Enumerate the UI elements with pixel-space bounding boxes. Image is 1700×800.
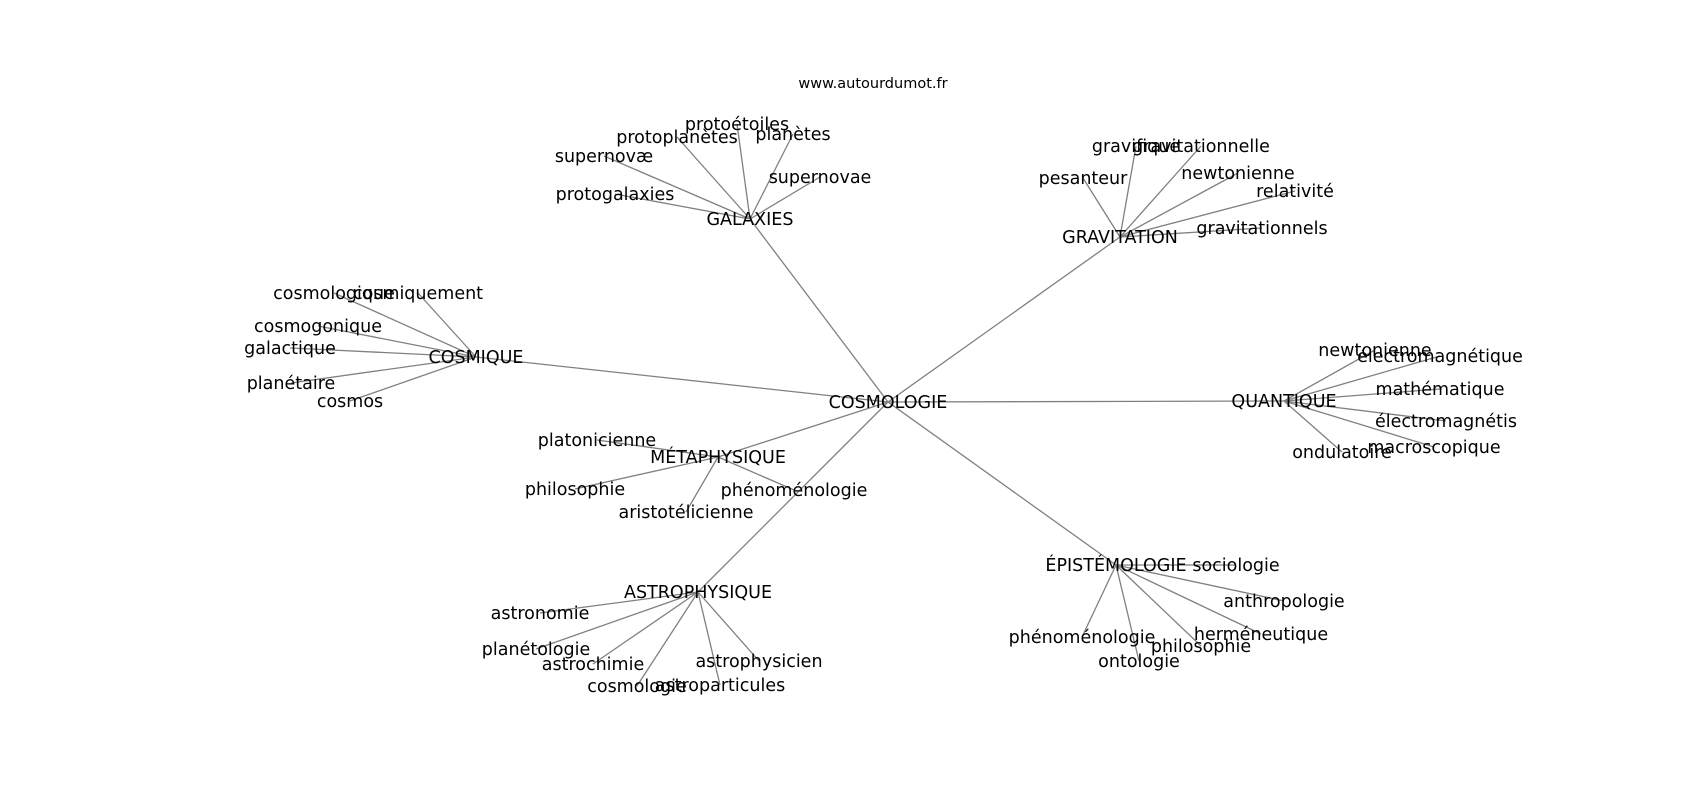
leaf-node-label: cosmogonique	[254, 317, 382, 337]
leaf-node-label: astrochimie	[542, 655, 644, 675]
leaf-node-label: phénoménologie	[1009, 628, 1156, 648]
leaf-node-label: macroscopique	[1367, 438, 1500, 458]
edge-gravitation-leaf	[1119, 145, 1202, 238]
edge-root-epistemologie	[887, 401, 1117, 566]
edge-metaphysique-leaf	[685, 456, 719, 513]
leaf-node-label: philosophie	[525, 480, 625, 500]
root-node-label: COSMOLOGIE	[829, 393, 948, 413]
edge-epistemologie-leaf	[1115, 564, 1140, 662]
edge-gravitation-leaf	[1119, 227, 1263, 238]
watermark: www.autourdumot.fr	[798, 76, 947, 92]
edge-metaphysique-leaf	[717, 456, 795, 491]
leaf-node-label: newtonienne	[1181, 164, 1294, 184]
edge-astrophysique-leaf	[539, 591, 699, 614]
leaf-node-label: sociologie	[1192, 556, 1279, 576]
edge-quantique-leaf	[1283, 388, 1441, 402]
leaf-node-label: galactique	[244, 339, 336, 359]
leaf-node-label: herméneutique	[1194, 625, 1328, 645]
leaf-node-label: gravitationnels	[1196, 219, 1327, 239]
edge-root-quantique	[887, 400, 1285, 403]
edge-root-cosmique	[475, 356, 889, 403]
leaf-node-label: platonicienne	[538, 431, 656, 451]
leaf-node-label: newtonienne	[1318, 341, 1431, 361]
hub-node-cosmique: COSMIQUE	[428, 348, 523, 368]
leaf-node-label: planétologie	[482, 640, 590, 660]
leaf-node-label: gravitationnelle	[1132, 137, 1270, 157]
leaf-node-label: gravifique	[1092, 137, 1180, 157]
leaf-node-label: protoplanètes	[616, 128, 738, 148]
hub-node-metaphysique: MÉTAPHYSIQUE	[650, 446, 786, 468]
leaf-node-label: aristotélicienne	[618, 503, 753, 523]
edge-gravitation-leaf	[1119, 145, 1137, 238]
edge-epistemologie-leaf	[1081, 564, 1117, 638]
hub-node-gravitation: GRAVITATION	[1062, 228, 1178, 248]
edge-quantique-leaf	[1283, 400, 1435, 448]
leaf-node-label: électromagnétique	[1357, 347, 1523, 367]
hub-node-astrophysique: ASTROPHYSIQUE	[624, 583, 772, 603]
edge-cosmique-leaf	[349, 356, 477, 402]
leaf-node-label: protoétoiles	[685, 115, 789, 135]
edge-cosmique-leaf	[417, 292, 477, 358]
leaf-node-label: astrophysicien	[695, 652, 822, 672]
edge-gravitation-leaf	[1082, 177, 1121, 238]
leaf-node-label: anthropologie	[1223, 592, 1344, 612]
edge-astrophysique-leaf	[636, 591, 699, 687]
edge-astrophysique-leaf	[697, 591, 760, 662]
leaf-node-label: astroparticules	[655, 676, 785, 696]
hub-node-quantique: QUANTIQUE	[1231, 392, 1336, 412]
hub-node-epistemologie: ÉPISTÉMOLOGIE	[1045, 554, 1186, 576]
edge-epistemologie-leaf	[1115, 564, 1285, 602]
edge-metaphysique-leaf	[574, 456, 719, 490]
leaf-node-label: planètes	[755, 125, 830, 145]
edge-root-galaxies	[749, 218, 889, 403]
leaf-node-label: pesanteur	[1039, 169, 1129, 189]
graph-edges	[289, 123, 1447, 687]
leaf-node-label: mathématique	[1376, 380, 1505, 400]
edge-cosmique-leaf	[289, 347, 477, 358]
edge-galaxies-leaf	[749, 133, 794, 220]
edge-cosmique-leaf	[317, 325, 477, 358]
edge-root-gravitation	[887, 236, 1121, 403]
edge-quantique-leaf	[1283, 400, 1447, 422]
edge-astrophysique-leaf	[697, 591, 721, 686]
edge-cosmique-leaf	[290, 356, 477, 384]
edge-cosmique-leaf	[333, 292, 477, 358]
leaf-node-label: cosmos	[317, 392, 383, 412]
leaf-node-label: ontologie	[1098, 652, 1180, 672]
edge-root-metaphysique	[717, 401, 889, 458]
hub-node-galaxies: GALAXIES	[707, 210, 794, 230]
leaf-node-label: protogalaxies	[556, 185, 675, 205]
leaf-node-label: cosmiquement	[353, 284, 483, 304]
edge-galaxies-leaf	[676, 136, 751, 220]
leaf-node-label: cosmologique	[273, 284, 395, 304]
leaf-node-label: astronomie	[491, 604, 590, 624]
leaf-node-label: électromagnétis	[1375, 412, 1517, 432]
edge-galaxies-leaf	[749, 176, 821, 220]
edge-galaxies-leaf	[614, 193, 751, 220]
edge-epistemologie-leaf	[1115, 564, 1262, 635]
edge-root-astrophysique	[697, 401, 889, 593]
edge-quantique-leaf	[1283, 355, 1441, 402]
leaf-node-label: phénoménologie	[721, 481, 868, 501]
leaf-node-label: relativité	[1256, 182, 1334, 202]
edge-epistemologie-leaf	[1115, 564, 1202, 647]
edge-metaphysique-leaf	[596, 439, 719, 458]
edge-astrophysique-leaf	[592, 591, 699, 665]
leaf-node-label: supernovae	[769, 168, 872, 188]
leaf-node-label: planétaire	[247, 374, 336, 394]
leaf-node-label: ondulatoire	[1292, 443, 1392, 463]
edge-gravitation-leaf	[1119, 172, 1239, 238]
edge-galaxies-leaf	[736, 123, 751, 220]
leaf-node-label: supernovæ	[555, 147, 653, 167]
edge-astrophysique-leaf	[535, 591, 699, 650]
leaf-node-label: philosophie	[1151, 637, 1251, 657]
edge-quantique-leaf	[1283, 349, 1376, 402]
edge-galaxies-leaf	[603, 155, 751, 220]
leaf-node-label: cosmologie	[587, 677, 687, 697]
edge-gravitation-leaf	[1119, 190, 1296, 238]
edge-quantique-leaf	[1283, 400, 1343, 453]
graph-labels: COSMOLOGIE GALAXIES protoétoilesprotoplanè…	[244, 115, 1523, 697]
